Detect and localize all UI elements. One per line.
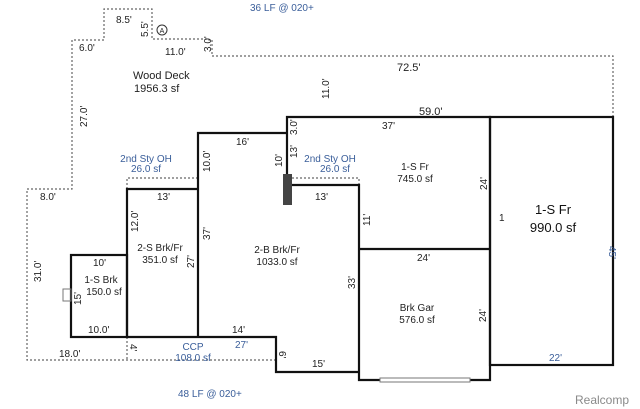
- dimension-label: 11.0': [165, 47, 186, 58]
- area-value: 990.0 sf: [530, 220, 577, 235]
- dimension-label: 59.0': [419, 106, 443, 118]
- dimension-label: 11': [362, 214, 373, 226]
- dimension-label: 8.0': [40, 192, 56, 203]
- dimension-label: 1: [499, 213, 505, 224]
- area-name: CCP: [182, 342, 203, 353]
- dimension-label: 4': [127, 344, 138, 352]
- area-value: 745.0 sf: [397, 174, 433, 185]
- area-name: Wood Deck: [133, 70, 190, 82]
- dimension-label: 13': [315, 192, 328, 203]
- watermark: Realcomp: [575, 393, 629, 407]
- dimension-label: 5.5': [140, 21, 151, 37]
- dimension-label: 15': [73, 292, 84, 305]
- dimension-label: 24': [478, 309, 489, 322]
- room-1s-fr-745: [285, 115, 492, 382]
- lf-top-label: 36 LF @ 020+: [250, 3, 314, 14]
- area-name: 1-S Fr: [401, 162, 429, 173]
- dimension-label: 24': [417, 253, 430, 264]
- area-name: 2-S Brk/Fr: [137, 243, 183, 254]
- lf-bottom-label: 48 LF @ 020+: [178, 389, 242, 400]
- dimension-label: 8.5': [116, 15, 132, 26]
- dimension-label: 3.0': [289, 119, 300, 135]
- dimension-label: 37': [382, 121, 395, 132]
- area-value: 351.0 sf: [142, 255, 178, 266]
- dimension-label: 72.5': [397, 62, 421, 74]
- room-2b-brk-fr: [196, 131, 287, 337]
- area-name: 1-S Brk: [84, 275, 118, 286]
- area-name: 2-B Brk/Fr: [254, 245, 300, 256]
- dimension-label: 24': [479, 177, 490, 190]
- garage-door: [379, 377, 471, 383]
- door-stoop: [62, 288, 72, 302]
- area-value: 150.0 sf: [86, 287, 122, 298]
- area-value: 1956.3 sf: [134, 83, 180, 95]
- chimney: [283, 174, 292, 205]
- dimension-label: 27': [235, 340, 248, 351]
- area-value: 1033.0 sf: [256, 257, 297, 268]
- area-value: 108.0 sf: [175, 353, 211, 364]
- dimension-label: 16': [236, 137, 249, 148]
- dimension-label: 37': [202, 227, 213, 240]
- marker-circle: [156, 24, 168, 36]
- dimension-label: 13': [289, 145, 300, 158]
- area-name: Brk Gar: [400, 303, 435, 314]
- area-value: 26.0 sf: [131, 164, 161, 175]
- dimension-label: 14': [232, 325, 245, 336]
- dimension-label: 11.0': [321, 78, 332, 99]
- area-name: 2nd Sty OH: [304, 154, 356, 165]
- dimension-label: 33': [347, 276, 358, 289]
- marker-label: A: [160, 28, 165, 35]
- room-2s-brk-fr: [125, 187, 359, 374]
- dimension-label: 15': [312, 359, 325, 370]
- dimension-label: 13': [157, 192, 170, 203]
- dimension-label: 18.0': [59, 349, 80, 360]
- dimension-label: 10.0': [88, 325, 109, 336]
- dimension-label: 22': [549, 353, 562, 364]
- area-name: 2nd Sty OH: [120, 154, 172, 165]
- dimension-label: 6': [276, 351, 287, 359]
- dimension-label: 10': [274, 154, 285, 167]
- dimension-label: 10': [93, 258, 106, 269]
- area-value: 576.0 sf: [399, 315, 435, 326]
- dimension-label: 12.0': [130, 211, 141, 232]
- dimension-label: 27': [186, 255, 197, 268]
- dimension-label: 3.0': [203, 36, 214, 52]
- room-1s-fr-990: [488, 115, 615, 367]
- dimension-label: 10.0': [202, 151, 213, 172]
- dimension-label: 31.0': [33, 261, 44, 282]
- wood-deck-outline: [26, 8, 614, 361]
- area-name: 1-S Fr: [535, 202, 572, 217]
- dimension-label: 27.0': [79, 106, 90, 127]
- dimension-label: 6.0': [79, 43, 95, 54]
- dimension-label: 45': [606, 246, 617, 259]
- area-value: 26.0 sf: [320, 164, 350, 175]
- overhang-left-outline: [126, 177, 198, 189]
